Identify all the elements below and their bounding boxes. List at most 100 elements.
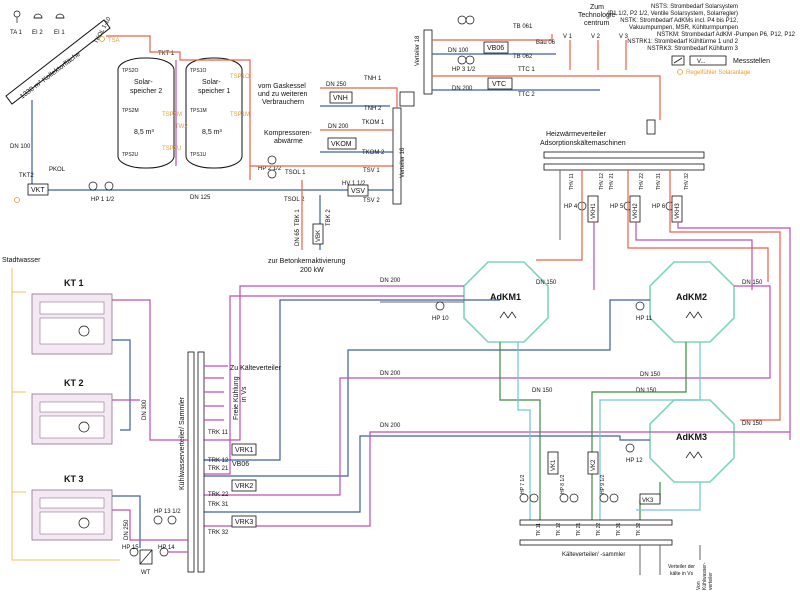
solar-sensor-icon: [677, 69, 683, 75]
vsv-meter: [347, 184, 369, 197]
sensor-ei2: EI 2: [32, 30, 43, 36]
hv112-label: HV 1 1/2: [342, 181, 366, 187]
tank-1-tsp1o: TSP1O: [230, 74, 250, 80]
dn200a-label: DN 200: [328, 124, 349, 130]
freie-l2: in Vs: [241, 386, 248, 402]
hp10-label: HP 10: [432, 316, 449, 322]
heat-distributor-bottom: [543, 163, 705, 171]
tkom2-label: TKOM 2: [362, 150, 385, 156]
tk-12: TK 12: [556, 522, 562, 536]
wt-label: WT: [141, 570, 151, 576]
tank-1-volume: 8,5 m³: [202, 129, 223, 136]
trk22-label: TRK 22: [208, 492, 229, 498]
cooling-distributor-a: [187, 351, 195, 573]
hp14-label: HP 14: [158, 545, 175, 551]
tkt2-label: TKT2: [19, 173, 34, 179]
pump-hp2-b-icon: [267, 169, 277, 179]
cold-distributor-bottom: [519, 539, 673, 546]
solaranlage-label: Regelfühler Solaranlage: [686, 70, 751, 76]
legend-line-5: NSTKM: Strombedarf AdKM -Pumpen P6, P12,…: [657, 32, 796, 38]
hp5-label: HP 5: [610, 204, 624, 210]
tsol2-label: TSOL 2: [284, 197, 305, 203]
pump-hp9-a-icon: [599, 493, 609, 503]
vkh2-meter: [629, 195, 641, 223]
vbk-meter: [312, 223, 324, 245]
ei2-icon: [33, 13, 43, 19]
hp6-label: HP 6: [652, 204, 666, 210]
cooling-distributor-b: [197, 351, 205, 573]
ttc1-label: TTC 1: [518, 67, 535, 73]
zu-kalte-label: Zu Kälteverteiler: [230, 365, 282, 372]
verteiler18-label: Verteiler 18: [415, 35, 421, 66]
vrk2-meter: [231, 479, 257, 492]
adkm-1: AdKM1: [463, 261, 549, 343]
hp4-label: HP 4: [564, 204, 578, 210]
tk-11: TK 11: [536, 523, 542, 536]
kt-3: KT 3: [31, 474, 113, 541]
kt3-label: KT 3: [64, 474, 84, 484]
pump-hp11-icon: [635, 301, 645, 311]
kaltev-label: Kälteverteiler/ -sammler: [562, 552, 625, 558]
pump-hp7-b-icon: [529, 493, 539, 503]
vkt-label: VKT: [31, 187, 45, 194]
hp812-label: HP 8 1/2: [560, 474, 566, 494]
vb06-meter: [483, 41, 509, 54]
vk3-meter: [639, 493, 661, 505]
gaskessel-l3: Verbrauchern: [262, 99, 304, 106]
vkh1-label: VKH1: [591, 203, 597, 219]
vrk2-label: VRK2: [235, 483, 253, 490]
tank-2-sensor-u: TPS2U: [122, 152, 139, 158]
dn200e-label: DN 200: [380, 423, 401, 429]
tsa-label: TSA: [108, 38, 120, 44]
thv-11: THV 11: [569, 173, 575, 190]
vnh-meter: [329, 91, 353, 104]
v3-label: V 3: [619, 34, 629, 40]
vbk-label: VBK: [316, 230, 322, 242]
solar-storage-2: Solar- speicher 2 8,5 m³ TPS2O TPS2M TPS…: [117, 57, 182, 169]
tank-2-title-l2: speicher 2: [130, 88, 162, 95]
bau06-label: Bau 06: [536, 40, 556, 46]
pump-hp2-a-icon: [267, 155, 277, 165]
pump-hp3-a-icon: [457, 55, 467, 65]
tb061-label: TB 061: [513, 24, 533, 30]
adkm-3-label: AdKM3: [676, 432, 707, 442]
vtc-label: VTC: [492, 81, 506, 88]
solar-storage-1: Solar- speicher 1 8,5 m³ TPS1O TPS1M TPS…: [185, 57, 250, 169]
verteiler16-label: Verteiler 16: [400, 147, 406, 178]
pump-hp2: HP 2 1/2: [258, 155, 282, 179]
pump-hp9-b-icon: [609, 493, 619, 503]
thv-31: THV 31: [656, 173, 662, 190]
tb062-label: TB 062: [513, 54, 533, 60]
vkh3-meter: [671, 195, 683, 223]
freie-l1: Freie Kühlung: [233, 376, 240, 420]
dn150f-label: DN 150: [636, 388, 657, 394]
adkm-3-body: [649, 399, 735, 483]
dn300-label: DN 300: [142, 399, 148, 420]
vnh-label: VNH: [333, 95, 348, 102]
vkh3-label: VKH3: [675, 203, 681, 219]
dn150d-label: DN 150: [742, 421, 763, 427]
dn150b-label: DN 150: [742, 280, 763, 286]
vk1-label: VK1: [551, 459, 557, 471]
vkom-meter: [327, 137, 357, 150]
dn150a-label: DN 150: [536, 280, 557, 286]
thv-32: THV 32: [684, 173, 690, 190]
dn100-label: DN 100: [10, 144, 31, 150]
vtc-meter: [487, 77, 513, 90]
adkm-3-coil-icon: [685, 451, 703, 459]
vonkw-l3: verteiler: [708, 572, 714, 590]
pumps-hp7-9: HP 7 1/2 HP 8 1/2 HP 9 1/2: [519, 474, 619, 503]
collector-panel: [5, 19, 111, 105]
dn200b-label: DN 200: [452, 86, 473, 92]
adkm-2-body: [649, 261, 735, 343]
kt2-fan-icon: [78, 421, 90, 433]
messstellen-label: Messstellen: [733, 58, 770, 65]
vonkw-l1: Von: [696, 581, 702, 590]
gaskessel-l2: und zu weiteren: [258, 91, 308, 98]
hp712-label: HP 7 1/2: [520, 474, 526, 494]
pump-top-b-icon: [465, 15, 475, 25]
tw2-label: TW2: [175, 124, 188, 130]
hzv-l2: Adsorptionskältemaschinen: [540, 140, 626, 147]
dn250b-label: DN 250: [124, 519, 130, 540]
tkom1-label: TKOM 1: [362, 120, 385, 126]
